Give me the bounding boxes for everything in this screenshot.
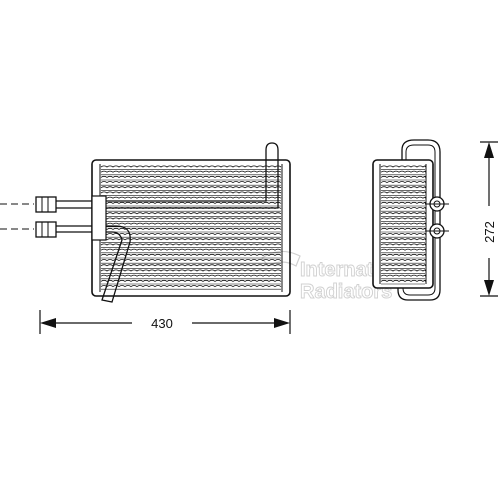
- fin-row: [100, 227, 282, 230]
- fin-row: [380, 196, 426, 199]
- arrow-left-icon: [40, 318, 56, 328]
- fin-row: [380, 233, 426, 236]
- width-dimension-label: 430: [151, 316, 173, 331]
- fin-row: [100, 175, 282, 178]
- fin-row: [100, 201, 282, 204]
- fin-row: [380, 222, 426, 225]
- fin-row: [380, 201, 426, 204]
- fin-row: [380, 217, 426, 220]
- width-dimension: [39, 310, 291, 334]
- fin-row: [100, 170, 282, 173]
- arrow-up-icon: [484, 142, 494, 158]
- fin-row: [380, 274, 426, 277]
- side-return-pipe: [397, 139, 441, 301]
- fin-row: [380, 186, 426, 189]
- fin-row: [380, 264, 426, 267]
- fin-row: [380, 227, 426, 230]
- watermark-swoosh-icon: [261, 250, 301, 267]
- arrow-right-icon: [274, 318, 290, 328]
- fin-row: [380, 243, 426, 246]
- side-core-fins: [380, 165, 426, 285]
- lower-pipe: [54, 225, 131, 303]
- fin-row: [380, 191, 426, 194]
- fin-row: [380, 170, 426, 173]
- fin-row: [380, 212, 426, 215]
- fin-row: [380, 175, 426, 178]
- fin-row: [380, 248, 426, 251]
- fin-row: [100, 186, 282, 189]
- upper-fitting: [35, 196, 57, 213]
- core-fin-rows: [100, 165, 282, 290]
- fin-row: [100, 248, 282, 251]
- pipe-clamp: [91, 195, 107, 241]
- evaporator-side-view: [372, 139, 449, 301]
- watermark-line-2: Radiators: [300, 281, 392, 303]
- fin-row: [100, 212, 282, 215]
- fin-row: [380, 269, 426, 272]
- fin-row: [100, 191, 282, 194]
- fin-row: [100, 264, 282, 267]
- fin-row: [100, 274, 282, 277]
- upper-pipe: [54, 142, 279, 209]
- fin-row: [100, 253, 282, 256]
- fin-row: [100, 259, 282, 262]
- fin-row: [100, 285, 282, 288]
- fin-row: [100, 196, 282, 199]
- evaporator-front-view: [91, 159, 291, 297]
- fin-row: [380, 253, 426, 256]
- arrow-down-icon: [484, 280, 494, 296]
- fin-row: [380, 238, 426, 241]
- lower-fitting: [35, 221, 57, 238]
- fin-row: [100, 181, 282, 184]
- fin-row: [100, 269, 282, 272]
- fin-row: [100, 222, 282, 225]
- height-dimension: [480, 141, 498, 297]
- fin-row: [380, 259, 426, 262]
- fin-row: [380, 207, 426, 210]
- fin-row: [100, 279, 282, 282]
- height-dimension-label: 272: [482, 221, 497, 243]
- fin-row: [100, 217, 282, 220]
- fin-row: [100, 233, 282, 236]
- fin-row: [380, 279, 426, 282]
- fin-row: [380, 165, 426, 168]
- fin-row: [100, 238, 282, 241]
- fin-row: [380, 181, 426, 184]
- pipe-assembly: [54, 142, 279, 303]
- fin-row: [100, 243, 282, 246]
- fin-row: [100, 165, 282, 168]
